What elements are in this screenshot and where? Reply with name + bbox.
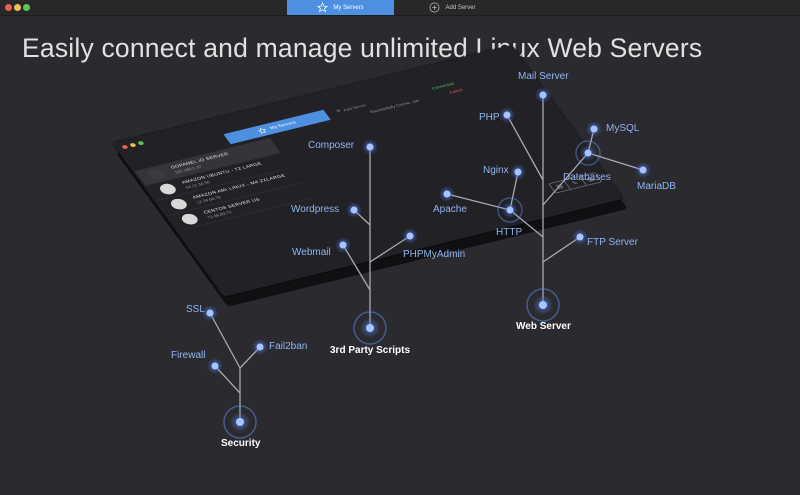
label-mariadb: MariaDB bbox=[637, 181, 676, 192]
label-security: Security bbox=[221, 438, 261, 449]
hub-node-security[interactable] bbox=[223, 405, 257, 439]
label-3rd-party-scripts: 3rd Party Scripts bbox=[330, 345, 411, 356]
label-databases: Databases bbox=[563, 172, 611, 183]
tab-label: Add Server bbox=[445, 4, 476, 11]
node-apache[interactable] bbox=[439, 186, 455, 202]
node-mariadb[interactable] bbox=[635, 162, 651, 178]
label-phpmyadmin: PHPMyAdmin bbox=[403, 249, 466, 260]
label-wordpress: Wordpress bbox=[291, 204, 340, 215]
tab-label: My Servers bbox=[333, 4, 364, 11]
plus-circle-icon bbox=[430, 2, 440, 13]
star-icon bbox=[317, 2, 329, 13]
label-mysql: MySQL bbox=[606, 123, 640, 134]
node-composer[interactable] bbox=[362, 139, 378, 155]
node-phpmyadmin[interactable] bbox=[402, 228, 418, 244]
zoom-window-button[interactable] bbox=[23, 4, 30, 11]
hub-node-http[interactable] bbox=[497, 197, 523, 223]
node-webmail[interactable] bbox=[335, 237, 351, 253]
label-webmail: Webmail bbox=[292, 247, 331, 258]
label-firewall: Firewall bbox=[171, 350, 206, 361]
node-firewall[interactable] bbox=[207, 358, 223, 374]
close-window-button[interactable] bbox=[5, 4, 12, 11]
hub-node-databases[interactable] bbox=[575, 140, 601, 166]
minimize-window-button[interactable] bbox=[14, 4, 21, 11]
app-window-perspective: My Servers ⊕ Add Server Connected Failed… bbox=[112, 45, 624, 297]
node-wordpress[interactable] bbox=[346, 202, 362, 218]
leaf-nodes bbox=[202, 87, 651, 374]
hub-node-3rd-party-scripts[interactable] bbox=[353, 311, 387, 345]
node-ssl[interactable] bbox=[202, 305, 218, 321]
label-php: PHP bbox=[479, 112, 500, 123]
node-mail-server[interactable] bbox=[535, 87, 551, 103]
hub-node-web-server[interactable] bbox=[526, 288, 560, 322]
node-php[interactable] bbox=[499, 107, 515, 123]
label-mail-server: Mail Server bbox=[518, 71, 569, 82]
tab-my-servers[interactable]: My Servers bbox=[223, 109, 331, 145]
label-web-server: Web Server bbox=[516, 321, 571, 332]
label-ssl: SSL bbox=[186, 304, 205, 315]
node-mysql[interactable] bbox=[586, 121, 602, 137]
tab-add-server[interactable]: Add Server bbox=[420, 0, 485, 15]
page-title: Easily connect and manage unlimited Linu… bbox=[22, 33, 703, 63]
star-icon bbox=[257, 127, 268, 134]
label-composer: Composer bbox=[308, 140, 355, 151]
node-ftp-server[interactable] bbox=[572, 229, 588, 245]
tab-my-servers[interactable]: My Servers bbox=[287, 0, 394, 15]
label-ftp-server: FTP Server bbox=[587, 237, 638, 248]
node-fail2ban[interactable] bbox=[252, 339, 268, 355]
label-fail2ban: Fail2ban bbox=[269, 341, 308, 352]
window-titlebar: My Servers Add Server bbox=[0, 0, 800, 16]
node-nginx[interactable] bbox=[510, 164, 526, 180]
label-http: HTTP bbox=[496, 227, 523, 238]
label-apache: Apache bbox=[433, 204, 467, 215]
label-nginx: Nginx bbox=[483, 165, 509, 176]
